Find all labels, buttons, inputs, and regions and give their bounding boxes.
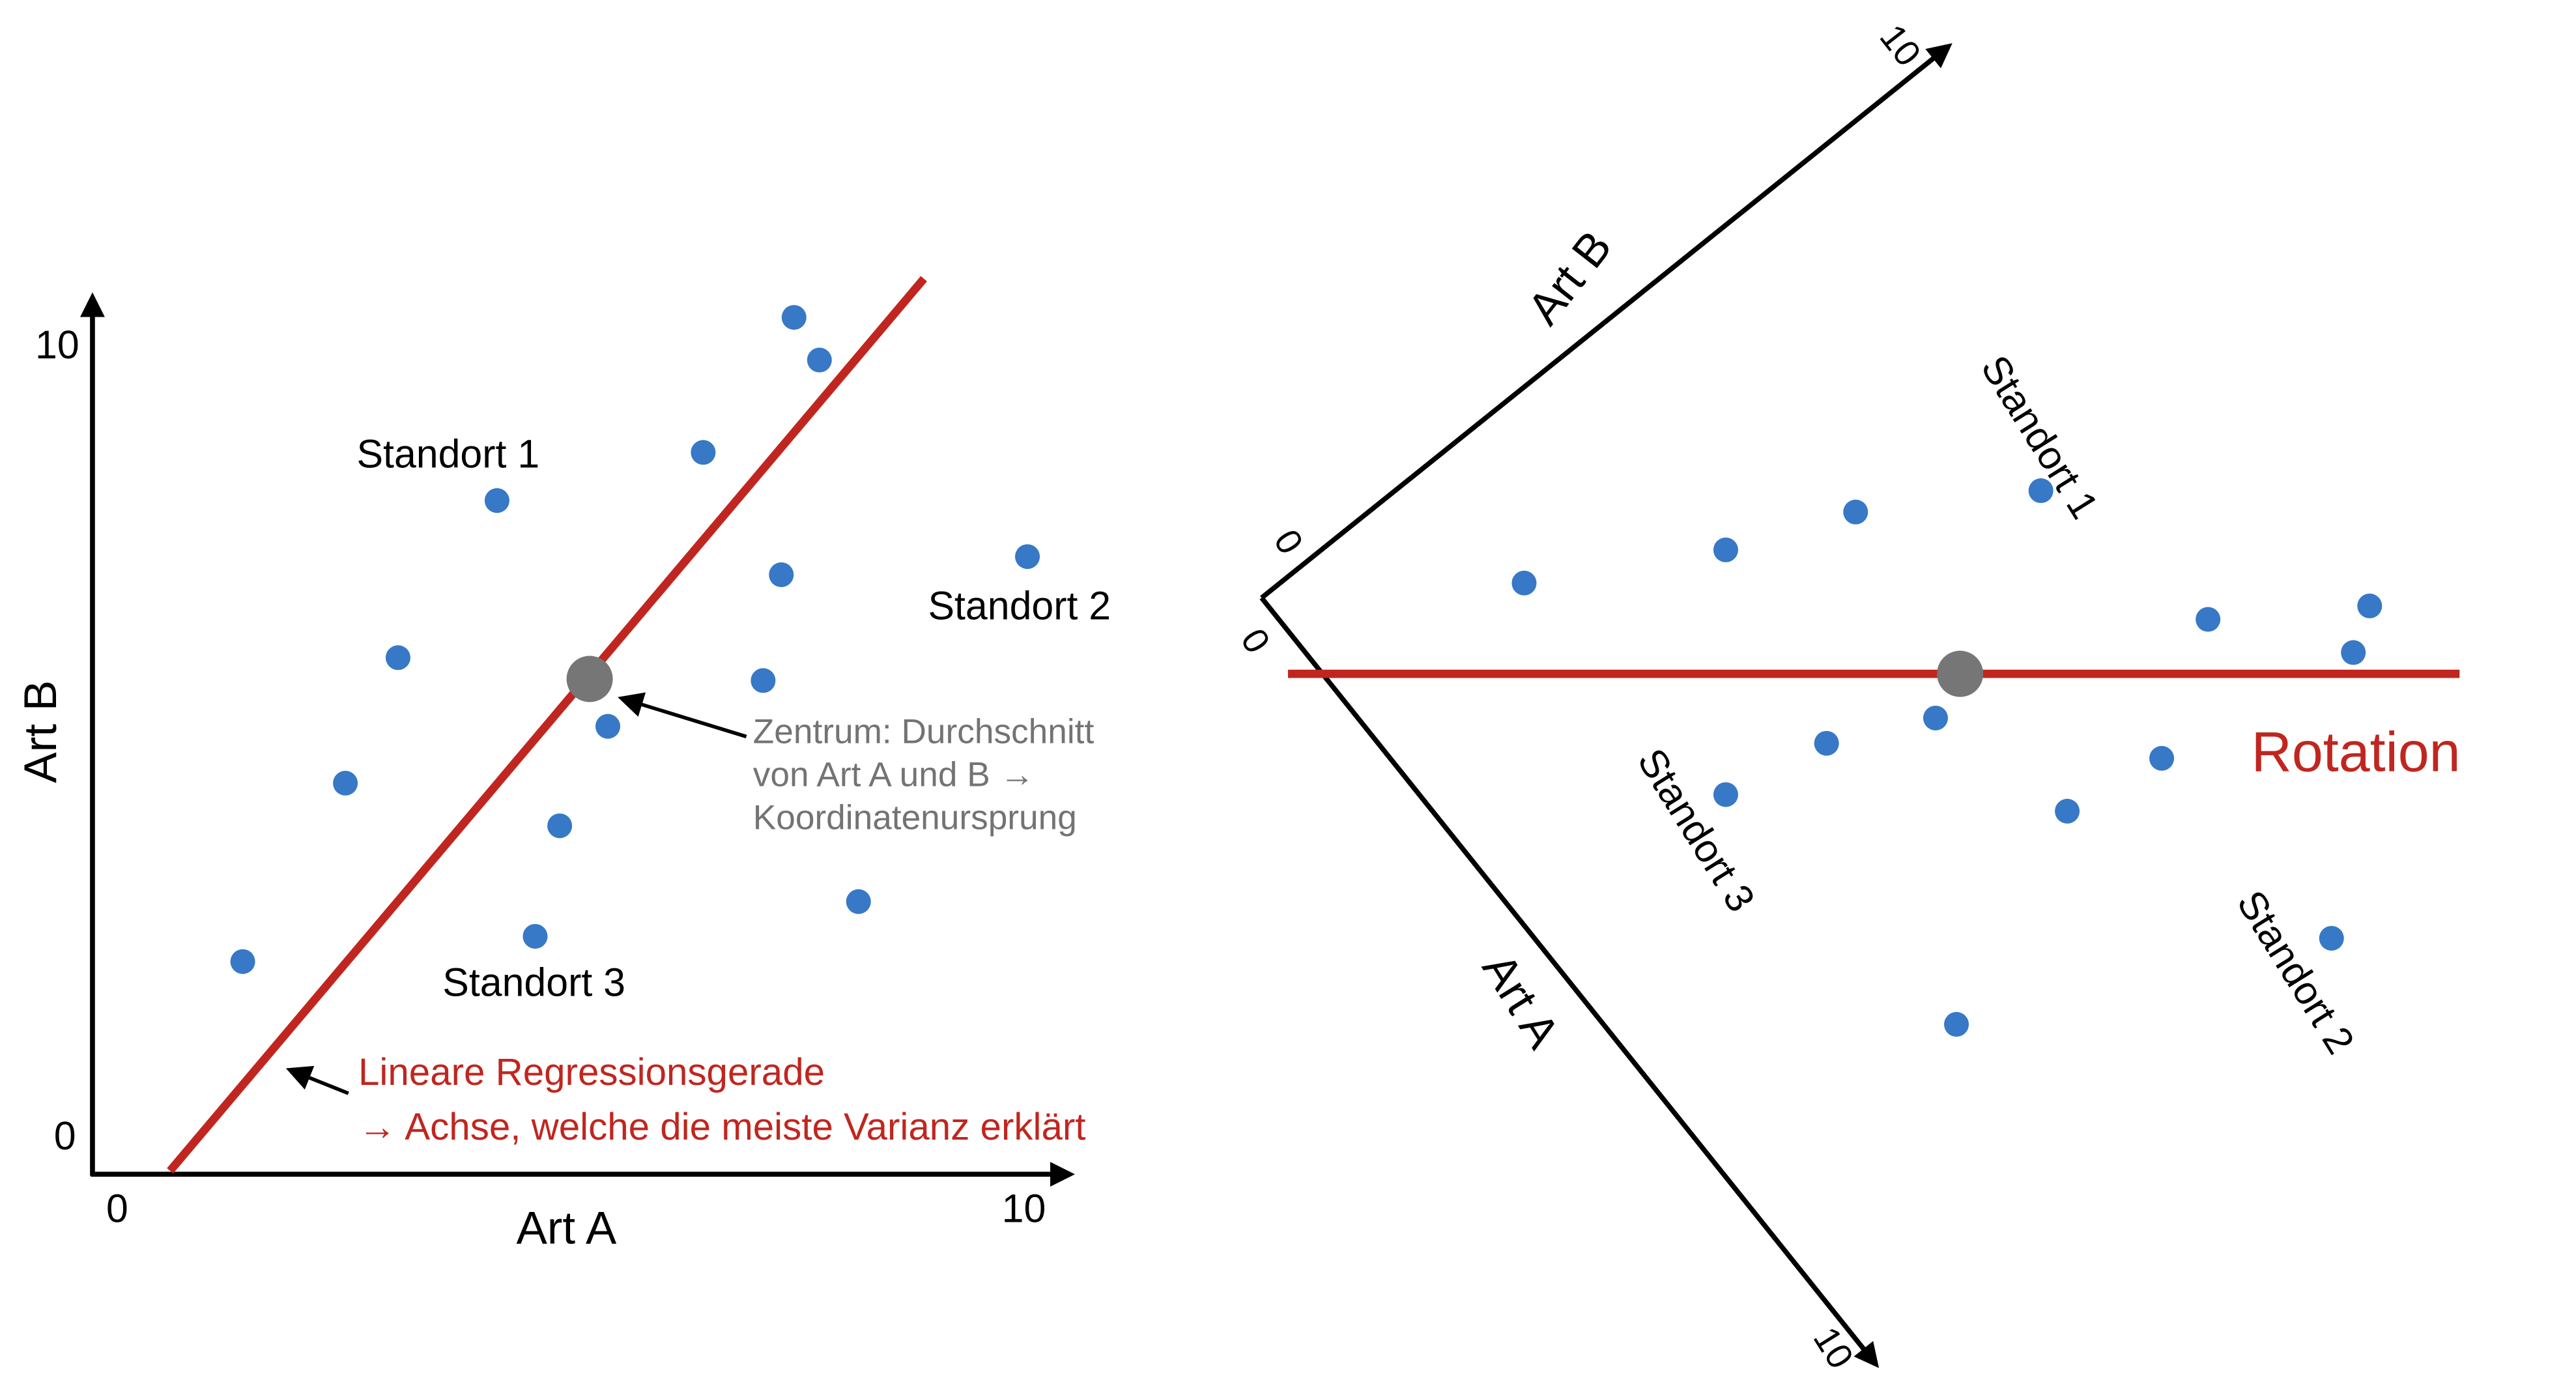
data-point <box>751 668 776 693</box>
rotated-data-point <box>1943 1012 1969 1037</box>
regression-annotation: Lineare Regressionsgerade → Achse, welch… <box>358 1051 1085 1148</box>
regression-annotation-line-1: Lineare Regressionsgerade <box>358 1051 825 1093</box>
rotated-data-point <box>1923 705 1948 730</box>
axis-b-tick-10: 10 <box>1872 17 1929 74</box>
data-point <box>333 770 358 796</box>
site-label-2: Standort 2 <box>928 583 1111 627</box>
rotated-data-point <box>1713 537 1738 562</box>
data-point <box>807 347 832 373</box>
center-annotation-line-2: von Art A und B → <box>753 755 1035 794</box>
rotated-data-point <box>2028 478 2054 504</box>
rotated-data-point <box>1843 499 1868 525</box>
axis-a-tick-0: 0 <box>1233 622 1278 660</box>
data-point <box>484 488 509 513</box>
rotated-axis-a <box>1259 596 1880 1368</box>
data-point <box>781 305 807 330</box>
data-point <box>547 813 573 839</box>
data-point <box>1015 544 1040 569</box>
left-panel: 10 0 0 10 Art A Art B Standort 1 Standor… <box>15 276 1111 1254</box>
rotation-label: Rotation <box>2252 721 2461 784</box>
rotated-data-point <box>1511 570 1537 596</box>
axis-b-label: Art B <box>1518 222 1622 334</box>
data-point <box>230 949 255 974</box>
data-point <box>385 645 410 670</box>
rotated-data-point <box>1814 730 1839 756</box>
rotated-site-label-2: Standort 2 <box>2229 883 2363 1061</box>
data-point <box>691 440 716 465</box>
regression-line <box>167 276 927 1174</box>
rotated-data-point <box>1713 782 1738 807</box>
center-point <box>566 656 613 702</box>
y-tick-0: 0 <box>54 1114 76 1158</box>
regression-annotation-arrow <box>285 1065 349 1095</box>
center-annotation-line-1: Zentrum: Durchschnitt <box>753 713 1095 751</box>
data-point <box>846 889 871 914</box>
data-point <box>769 562 794 588</box>
data-point <box>522 923 548 949</box>
center-annotation: Zentrum: Durchschnitt von Art A und B → … <box>753 713 1104 837</box>
site-label-1: Standort 1 <box>356 431 539 476</box>
rotated-axis-b <box>1260 43 1953 600</box>
center-annotation-arrow <box>618 692 747 739</box>
y-tick-10: 10 <box>35 323 79 367</box>
right-panel: 0 10 0 10 Art B Art A Standort 1 Standor… <box>1233 17 2461 1376</box>
site-label-3: Standort 3 <box>442 960 625 1004</box>
y-axis-label: Art B <box>15 680 66 783</box>
rotated-data-point <box>2196 607 2221 632</box>
center-annotation-line-3: Koordinatenursprung <box>753 798 1077 837</box>
x-axis-label: Art A <box>516 1203 616 1254</box>
rotated-data-point <box>2341 640 2366 665</box>
x-tick-10: 10 <box>1002 1187 1046 1231</box>
rotated-data-point <box>2149 745 2175 771</box>
rotated-data-point <box>2357 593 2383 618</box>
data-point <box>595 714 621 739</box>
x-tick-0: 0 <box>106 1187 128 1231</box>
right-points <box>1511 478 2383 1037</box>
axis-a-tick-10: 10 <box>1806 1320 1861 1376</box>
rotated-site-label-3: Standort 3 <box>1629 741 1764 919</box>
axis-b-tick-0: 0 <box>1266 523 1311 561</box>
rotated-data-point <box>2319 925 2344 951</box>
left-points <box>230 305 1040 974</box>
rotated-data-point <box>2055 798 2080 824</box>
regression-annotation-line-2: → Achse, welche die meiste Varianz erklä… <box>358 1106 1085 1148</box>
rotated-center-point <box>1937 650 1984 697</box>
